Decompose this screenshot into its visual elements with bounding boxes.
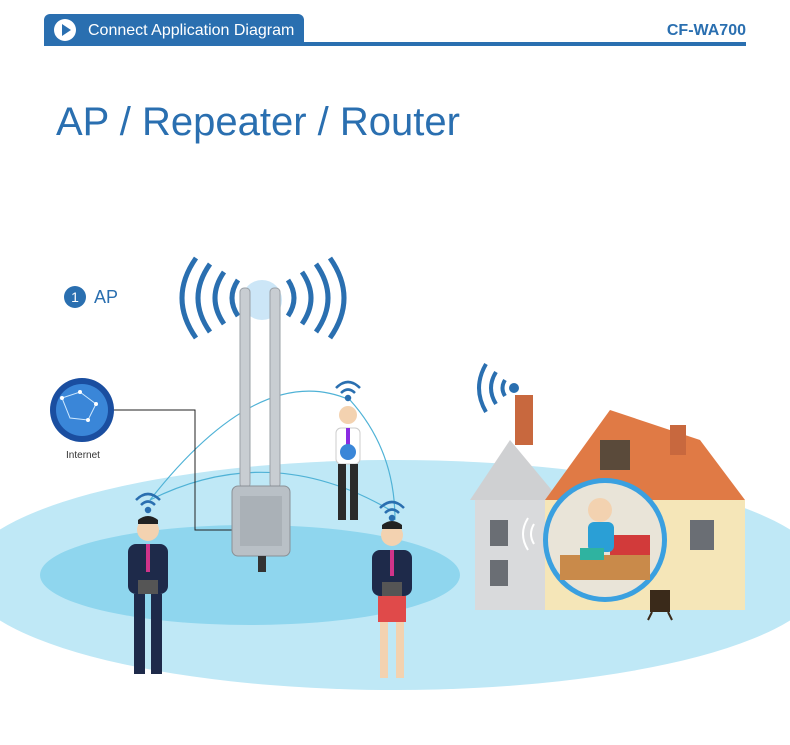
person-globe (335, 406, 361, 520)
house-wifi-icon (477, 362, 519, 414)
section-number: 1 (64, 286, 86, 308)
inset-photo (543, 478, 667, 602)
header-bar: Connect Application Diagram CF-WA700 (44, 14, 746, 48)
internet-link (110, 409, 240, 531)
header-underline (44, 42, 746, 46)
header-tab: Connect Application Diagram (44, 14, 304, 46)
model-label: CF-WA700 (666, 22, 746, 39)
sign-board (647, 590, 673, 621)
header-tab-label: Connect Application Diagram (88, 22, 295, 39)
internet-globe-icon (50, 378, 114, 442)
page-title: AP / Repeater / Router (56, 100, 460, 144)
person-right (372, 521, 412, 678)
ap-device-icon (231, 287, 291, 572)
house-icon (470, 395, 745, 610)
person-left (128, 516, 168, 674)
internet-label: Internet (66, 450, 100, 461)
section-ap: 1 AP (64, 286, 118, 308)
play-icon (54, 19, 76, 41)
ap-wifi-waves (179, 256, 347, 340)
inset-wifi-icon (522, 517, 535, 551)
section-label: AP (94, 286, 119, 307)
wifi-icon (135, 380, 405, 522)
